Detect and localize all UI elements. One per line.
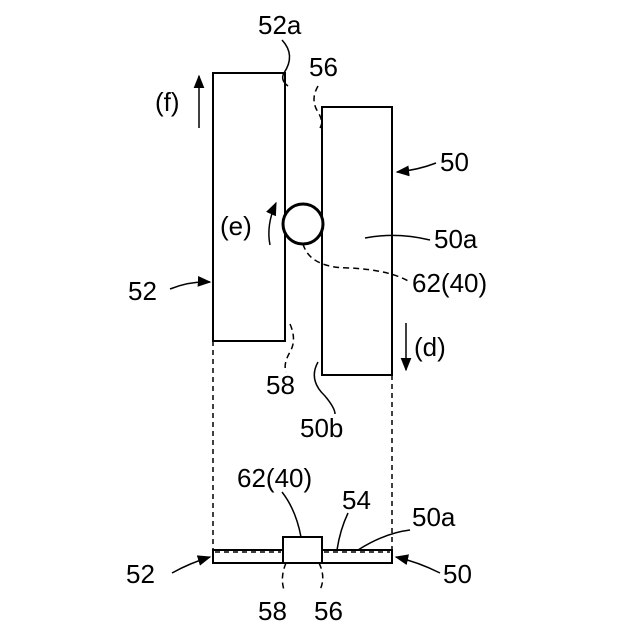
- leader-54: [337, 513, 348, 550]
- member-50-plate: [322, 107, 392, 375]
- label-56-top: 56: [309, 52, 338, 82]
- label-52: 52: [128, 276, 157, 306]
- label-50b: 50b: [300, 413, 343, 443]
- label-d: (d): [414, 332, 446, 362]
- label-62-40: 62(40): [412, 268, 487, 298]
- label-56-bottom: 56: [314, 596, 343, 626]
- label-e: (e): [220, 211, 252, 241]
- label-52-bottom: 52: [126, 559, 155, 589]
- label-62-40-bottom: 62(40): [237, 463, 312, 493]
- leader-50: [397, 163, 436, 172]
- label-58: 58: [266, 370, 295, 400]
- label-52a: 52a: [258, 10, 302, 40]
- label-54: 54: [342, 485, 371, 515]
- label-58-bottom: 58: [258, 596, 287, 626]
- section-element-62: [283, 537, 322, 563]
- leader-56-top: [314, 86, 322, 128]
- leader-50-bottom: [396, 557, 440, 573]
- label-50: 50: [440, 147, 469, 177]
- label-50-bottom: 50: [443, 559, 472, 589]
- label-50a: 50a: [434, 224, 478, 254]
- leader-58-bottom: [282, 563, 286, 590]
- element-62-circle: [283, 204, 323, 244]
- leader-56-bottom: [319, 563, 323, 590]
- label-50a-bottom: 50a: [412, 502, 456, 532]
- label-f: (f): [155, 87, 180, 117]
- leader-52-bottom: [172, 557, 210, 573]
- leader-52: [170, 282, 210, 289]
- leader-62-bottom: [282, 492, 301, 537]
- leader-50a-bottom: [358, 530, 410, 550]
- leader-58: [285, 324, 293, 372]
